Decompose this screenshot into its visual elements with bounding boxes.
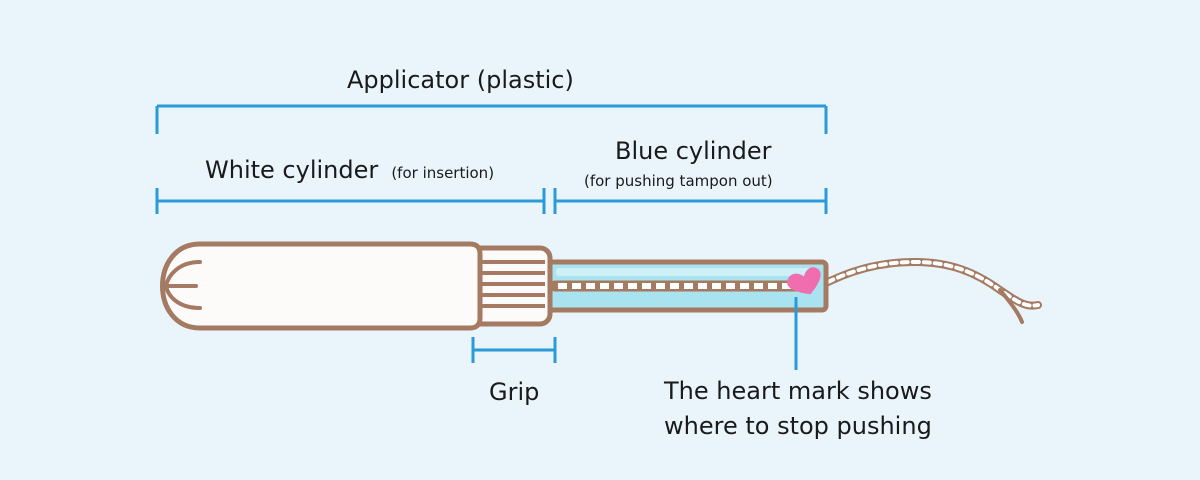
applicator-bracket [155, 104, 828, 134]
white-cylinder-bracket [155, 188, 546, 214]
blue-cylinder-label: Blue cylinder [615, 137, 772, 165]
applicator-label: Applicator (plastic) [347, 66, 574, 94]
white-cylinder-label: White cylinder [205, 156, 379, 184]
white-cylinder-label-group: White cylinder (for insertion) [205, 158, 494, 182]
grip-label: Grip [489, 378, 540, 406]
white-cylinder [160, 241, 483, 331]
blue-cylinder-highlight [556, 268, 818, 276]
blue-cylinder-note: (for pushing tampon out) [584, 172, 773, 190]
tampon-string-end [998, 288, 1024, 324]
tampon-string-tail-twist [816, 259, 1040, 308]
heart-note-line-1: The heart mark shows [664, 377, 932, 405]
blue-cylinder-bracket [553, 188, 828, 214]
grip-bracket [471, 337, 557, 363]
heart-mark [787, 267, 821, 295]
white-cylinder-note: (for insertion) [391, 164, 495, 182]
heart-note-line-2: where to stop pushing [664, 412, 932, 440]
